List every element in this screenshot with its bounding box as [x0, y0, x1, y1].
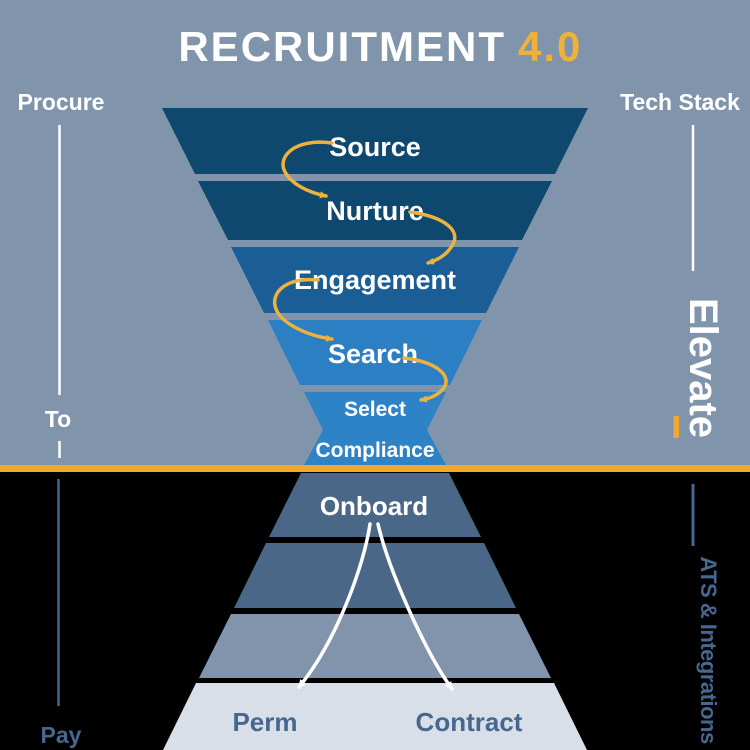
funnel-band-outcomes [163, 683, 587, 750]
flow-arrow-onboard-to-contract [376, 522, 454, 691]
stage-label-select: Select [344, 398, 406, 421]
funnel-band-lower-2 [234, 543, 516, 608]
right-rail-brand-elevate: Elevate [681, 298, 725, 438]
funnel-band-engagement [231, 247, 519, 313]
funnel-band-select-compliance [304, 392, 446, 465]
stage-label-onboard: Onboard [320, 491, 428, 521]
brand-underscore-mark [673, 416, 679, 438]
outcome-label-contract: Contract [416, 707, 523, 737]
orange-divider-line [0, 465, 750, 472]
flow-arrow-engagement-to-search [272, 277, 334, 342]
stage-label-nurture: Nurture [326, 196, 424, 226]
left-rail-label-procure: Procure [18, 89, 105, 115]
page-title-accent: 4.0 [518, 23, 582, 70]
flow-arrow-source-to-nurture [281, 140, 334, 199]
flow-arrow-nurture-to-engagement [408, 210, 457, 265]
outcome-label-perm: Perm [232, 707, 297, 737]
flow-arrow-onboard-to-perm [297, 522, 372, 689]
page-title: RECRUITMENT [178, 23, 506, 70]
funnel-band-source [162, 108, 588, 174]
stage-label-source: Source [329, 132, 421, 162]
stage-label-search: Search [328, 339, 418, 369]
funnel-band-lower-3 [199, 614, 551, 678]
funnel-band-nurture [198, 181, 552, 240]
left-rail-label-to: To [45, 406, 71, 432]
funnel-band-onboard [269, 473, 481, 537]
flow-arrow-search-to-select [402, 356, 448, 403]
right-rail-label-tech-stack: Tech Stack [620, 89, 740, 115]
left-rail-label-pay: Pay [41, 722, 82, 748]
right-rail-label-ats-integrations: ATS & Integrations [696, 556, 721, 744]
stage-label-engagement: Engagement [294, 265, 456, 295]
stage-label-compliance: Compliance [315, 439, 434, 462]
